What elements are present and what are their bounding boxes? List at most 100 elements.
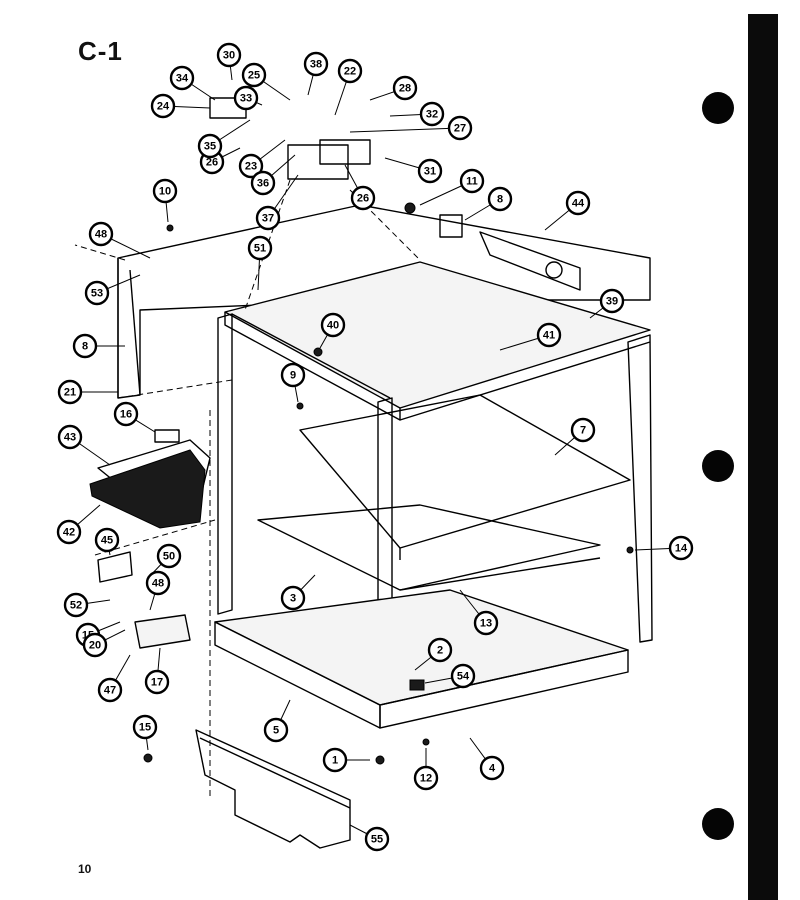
callout-circle-c27 — [447, 115, 473, 141]
leveler-bracket-54 — [409, 679, 425, 691]
callout-circle-c50 — [156, 543, 182, 569]
insulation-42 — [89, 449, 206, 529]
callout-label-c55: 55 — [371, 834, 383, 846]
leveler-foot-1 — [375, 755, 385, 765]
callout-circle-c40 — [320, 312, 346, 338]
callout-label-c50: 50 — [163, 551, 175, 563]
callout-circle-c28 — [392, 75, 418, 101]
base-side-panel-4 — [379, 649, 629, 729]
hidden-line-hinge — [349, 189, 421, 261]
callout-label-c51: 51 — [254, 243, 266, 255]
callout-label-c8a: 8 — [82, 341, 88, 353]
callout-circle-c30 — [216, 42, 242, 68]
callout-label-c40: 40 — [327, 320, 339, 332]
callout-circle-c16 — [113, 401, 139, 427]
callout-label-c17: 17 — [151, 677, 163, 689]
kick-plate-flange — [199, 737, 351, 809]
callout-label-c20: 20 — [89, 640, 101, 652]
callout-label-c30: 30 — [223, 50, 235, 62]
callout-label-c16: 16 — [120, 409, 132, 421]
top-panel-front-lip — [224, 312, 401, 421]
latch-16 — [154, 429, 180, 443]
callout-label-c2: 2 — [437, 645, 443, 657]
callout-label-c38: 38 — [310, 59, 322, 71]
callout-label-c39: 39 — [606, 296, 618, 308]
callout-circle-c20 — [82, 632, 108, 658]
callout-label-c27: 27 — [454, 123, 466, 135]
callout-label-c1: 1 — [332, 755, 338, 767]
callout-circle-c7 — [570, 417, 596, 443]
callout-label-c28: 28 — [399, 83, 411, 95]
binder-hole-bottom — [702, 808, 734, 840]
callout-circle-c43 — [57, 424, 83, 450]
callout-circle-c1 — [322, 747, 348, 773]
callout-circle-c33 — [233, 85, 259, 111]
bushing — [545, 261, 563, 279]
callout-circle-c8a — [72, 333, 98, 359]
page-number: 10 — [78, 862, 92, 876]
kick-plate-55 — [195, 729, 351, 849]
callout-label-c12: 12 — [420, 773, 432, 785]
callout-circle-c53 — [84, 280, 110, 306]
right-post — [627, 334, 653, 643]
scan-edge-strip — [748, 14, 778, 900]
hidden-line-46 — [74, 244, 126, 261]
bracket-17 — [134, 614, 191, 649]
callout-circle-c12 — [413, 765, 439, 791]
bracket-8 — [439, 214, 463, 238]
callout-label-c15b: 15 — [139, 722, 151, 734]
callout-circle-c4 — [479, 755, 505, 781]
callout-label-c47: 47 — [104, 685, 116, 697]
clip-11 — [404, 202, 416, 214]
callout-circle-c34 — [169, 65, 195, 91]
panel-44 — [479, 231, 581, 291]
callout-circle-c48b — [145, 570, 171, 596]
top-panel — [224, 261, 651, 409]
screw-12 — [422, 738, 430, 746]
callout-circle-c15b — [132, 714, 158, 740]
bottom-shelf — [257, 504, 601, 591]
callout-label-c24: 24 — [157, 101, 170, 113]
callout-circle-c36 — [250, 170, 276, 196]
screw-14 — [626, 546, 634, 554]
callout-circle-c17 — [144, 669, 170, 695]
callout-label-c13: 13 — [480, 618, 492, 630]
callout-label-c25: 25 — [248, 70, 260, 82]
callout-label-c52: 52 — [70, 600, 82, 612]
bracket-45 — [97, 551, 133, 583]
callout-circle-c10 — [152, 178, 178, 204]
callout-circle-c54 — [450, 663, 476, 689]
callout-circle-c8b — [487, 186, 513, 212]
callout-circle-c39 — [599, 288, 625, 314]
callout-circle-c38 — [303, 51, 329, 77]
plug-40 — [313, 347, 323, 357]
binder-hole-top — [702, 92, 734, 124]
mounting-plate-37 — [287, 144, 349, 180]
callout-label-c11: 11 — [466, 176, 478, 188]
callout-label-c5: 5 — [273, 725, 279, 737]
callout-circle-c52 — [63, 592, 89, 618]
callout-circle-c11 — [459, 168, 485, 194]
callout-label-c48a: 48 — [95, 229, 107, 241]
callout-circle-c9 — [280, 362, 306, 388]
top-panel-side-lip — [399, 341, 651, 421]
callout-circle-c23 — [238, 153, 264, 179]
callout-circle-c37 — [255, 205, 281, 231]
callout-label-c36: 36 — [257, 178, 269, 190]
callout-label-c37: 37 — [262, 213, 274, 225]
callout-leader-c27 — [349, 127, 461, 133]
callout-circle-c21 — [57, 379, 83, 405]
callout-label-c45: 45 — [101, 535, 113, 547]
callout-label-c43: 43 — [64, 432, 76, 444]
callout-label-c10: 10 — [159, 186, 171, 198]
binder-hole-middle — [702, 450, 734, 482]
callout-label-c48b: 48 — [152, 578, 164, 590]
callout-circle-c44 — [565, 190, 591, 216]
callout-label-c8b: 8 — [497, 194, 503, 206]
callout-label-c23: 23 — [245, 161, 257, 173]
callout-circle-c5 — [263, 717, 289, 743]
callout-circle-c3 — [280, 585, 306, 611]
callout-label-c31: 31 — [424, 166, 436, 178]
callout-label-c3: 3 — [290, 593, 296, 605]
